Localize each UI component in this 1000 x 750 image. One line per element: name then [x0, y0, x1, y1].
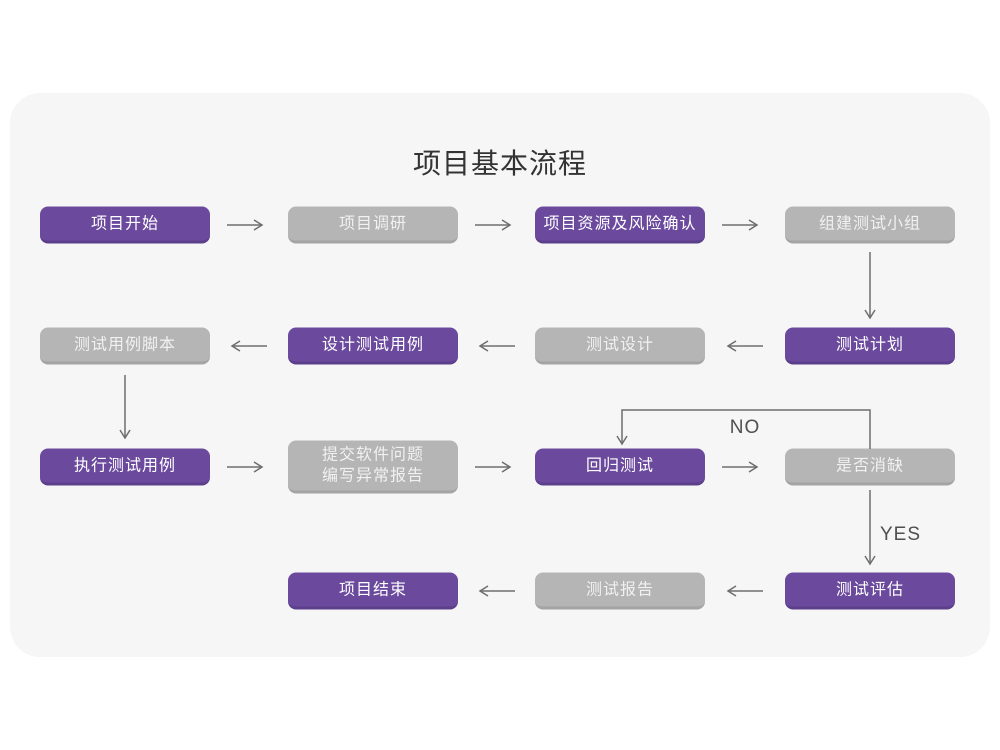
flow-node-test-plan: 测试计划: [785, 327, 955, 365]
flow-node-resources-risk: 项目资源及风险确认: [535, 206, 705, 244]
flow-node-test-design: 测试设计: [535, 327, 705, 365]
flow-node-test-report: 测试报告: [535, 572, 705, 610]
diagram-title: 项目基本流程: [412, 148, 587, 179]
flow-node-test-case-script: 测试用例脚本: [40, 327, 210, 365]
arrow-defect-cleared-no-loop-to-regression-test: [616, 409, 871, 449]
flow-node-submit-issues: 提交软件问题编写异常报告: [288, 440, 458, 494]
flow-node-project-end: 项目结束: [288, 572, 458, 610]
flow-node-test-evaluate: 测试评估: [785, 572, 955, 610]
flow-node-project-start: 项目开始: [40, 206, 210, 244]
edge-label-yes: YES: [880, 524, 921, 545]
flow-node-regression-test: 回归测试: [535, 448, 705, 486]
flow-node-build-test-team: 组建测试小组: [785, 206, 955, 244]
edge-label-no: NO: [730, 417, 761, 438]
flow-node-defect-cleared: 是否消缺: [785, 448, 955, 486]
flow-node-run-test-case: 执行测试用例: [40, 448, 210, 486]
flow-node-project-research: 项目调研: [288, 206, 458, 244]
flowchart-card: [10, 93, 990, 657]
flow-node-design-test-case: 设计测试用例: [288, 327, 458, 365]
